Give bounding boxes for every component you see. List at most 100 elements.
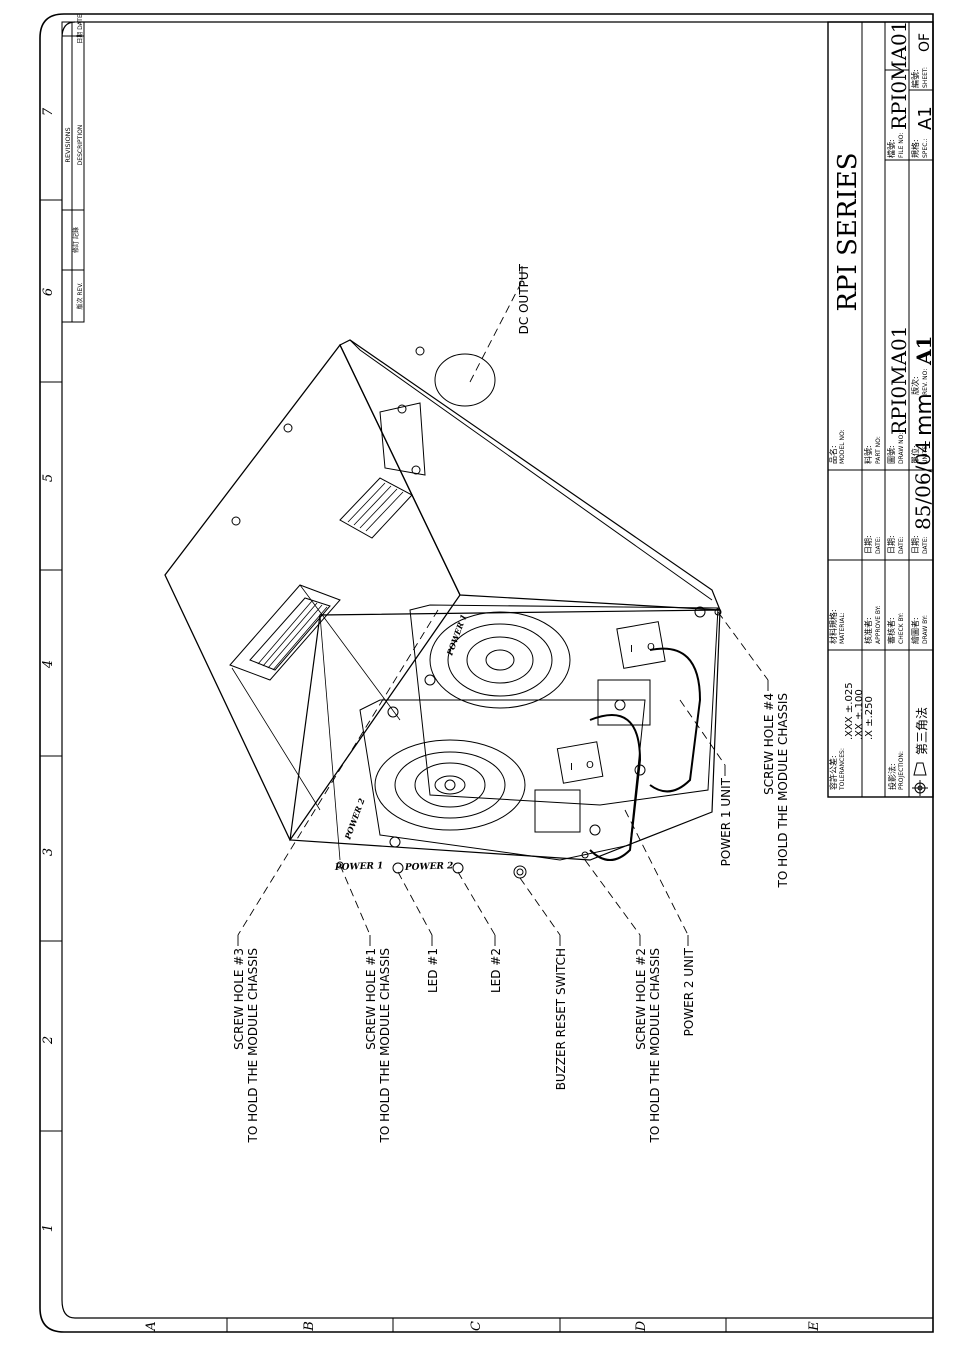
callout-screw-hole-3: SCREW HOLE #3 [232, 948, 246, 1050]
check-cn-label: 審核者: [886, 617, 896, 644]
handle-1 [649, 647, 702, 793]
ac-inlet-2 [534, 789, 581, 833]
chassis-side [339, 339, 721, 611]
drawno-en-label: DRAW NO: [898, 433, 905, 464]
description-label: DESCRIPTION [77, 125, 84, 166]
model-value: RPI SERIES [833, 152, 863, 311]
projection-en-label: PROJECTION: [898, 751, 905, 790]
switch-2-off-mark: O [586, 760, 594, 771]
tolerance-x: .X ±.250 [864, 696, 875, 740]
callouts: DC OUTPUT SCREW HOLE #3 TO HOLD THE MODU… [232, 263, 790, 1143]
power-1-module [409, 604, 719, 806]
revision-block: 版次 REV. 修訂 記錄 REVISIONS DESCRIPTION 日期 D… [61, 14, 85, 323]
tolerance-xxx: .XXX ±.025 [844, 682, 855, 740]
leader-lines [237, 266, 769, 946]
drawing-border [39, 13, 934, 1333]
dc-output-hole [434, 353, 496, 407]
callout-dc-output: DC OUTPUT [517, 263, 531, 334]
third-angle-projection-symbol [912, 762, 928, 796]
switch-1 [616, 621, 666, 669]
fileno-en-label: FILE NO: [898, 133, 905, 158]
callout-screw-hole-2-desc: TO HOLD THE MODULE CHASSIS [648, 948, 662, 1143]
rev-value: A1 [912, 336, 936, 366]
drawno-value: RPI0MA01 [887, 325, 911, 435]
callout-screw-hole-4-desc: TO HOLD THE MODULE CHASSIS [776, 693, 790, 888]
drawno-cn-label: 圖號: [886, 445, 896, 464]
date1-cn-label: 日期: [864, 535, 873, 554]
column-ticks [40, 199, 62, 1132]
date3-cn-label: 日期: [911, 535, 920, 554]
rev-en-label: REV. NO: [922, 369, 929, 395]
screw-hole-1 [336, 861, 344, 869]
sheet-en-label: SHEET: [922, 67, 929, 88]
column-number-5: 5 [41, 474, 56, 482]
top-vent-panel-2 [339, 477, 413, 539]
fan-1-guard [429, 611, 571, 709]
top-vent-panel-1 [229, 584, 341, 681]
callout-screw-hole-2: SCREW HOLE #2 [634, 948, 648, 1050]
units-value: mm [912, 393, 937, 436]
column-number-7: 7 [41, 107, 56, 116]
buzzer-reset-button [513, 865, 527, 879]
module-label-power-2: POWER 2 [342, 796, 367, 841]
column-number-2: 2 [41, 1036, 56, 1045]
approve-en-label: APPROVE BY: [875, 605, 882, 644]
rev-column-label: 版次 REV. [76, 282, 84, 309]
callout-screw-hole-1: SCREW HOLE #1 [364, 948, 378, 1050]
date2-cn-label: 日期: [887, 535, 896, 554]
material-cn-label: 材料規格: [828, 609, 838, 644]
fileno-cn-label: 檔號: [886, 139, 896, 158]
part-en-label: PART NO: [875, 436, 882, 464]
callout-buzzer-reset-switch: BUZZER RESET SWITCH [554, 948, 568, 1090]
column-number-4: 4 [41, 660, 56, 669]
callout-screw-hole-3-desc: TO HOLD THE MODULE CHASSIS [246, 948, 260, 1143]
units-cn-label: 單位: [910, 445, 920, 464]
title-block: 容許公差: TOLERANCES: .XXX ±.025 .XX ±.100 .… [827, 20, 937, 798]
column-numbers: 1 2 3 4 5 6 7 [41, 107, 56, 1232]
led-1 [392, 862, 404, 874]
screw-hole-4 [714, 608, 722, 616]
approve-cn-label: 核准者: [863, 617, 873, 644]
tolerance-xx: .XX ±.100 [854, 689, 865, 740]
device-printed-labels: POWER 1 POWER 2 POWER 2 POWER 1 I O I O [334, 613, 655, 873]
panel-label-power-2: POWER 2 [404, 861, 454, 873]
date-column-label: 日期 DATE [76, 14, 84, 44]
column-number-6: 6 [41, 288, 56, 296]
fan-2-guard [374, 739, 526, 831]
model-en-label: MODEL NO: [839, 429, 846, 464]
screw-hole-2 [581, 851, 589, 859]
row-letter-b: B [302, 1321, 317, 1332]
module-label-power-1: POWER 1 [444, 613, 468, 658]
material-en-label: MATERIAL: [839, 612, 846, 644]
callout-led-2: LED #2 [489, 948, 503, 993]
check-en-label: CHECK BY: [898, 613, 905, 644]
sheet-cn-label: 編號: [910, 69, 920, 88]
fileno-value: RPI0MA01 [887, 20, 911, 130]
switch-1-on-mark: I [630, 644, 633, 655]
callout-power-1-unit: POWER 1 UNIT [719, 777, 733, 866]
ac-inlet-1 [597, 679, 651, 726]
spec-cn-label: 規格: [910, 139, 920, 158]
side-bracket [379, 402, 426, 476]
switch-2 [556, 741, 604, 784]
row-letter-c: C [469, 1321, 484, 1331]
row-ticks [226, 1318, 727, 1332]
date3-en-label: DATE: [922, 536, 929, 554]
model-cn-label: 品名: [828, 445, 838, 464]
part-cn-label: 料號: [863, 445, 873, 464]
callout-led-1: LED #1 [426, 948, 440, 993]
tolerances-en-label: TOLERANCES: [839, 748, 846, 791]
projection-value: 第三角法 [915, 707, 929, 755]
panel-label-power-1: POWER 1 [334, 861, 384, 873]
spec-value: A1 [915, 106, 936, 130]
tolerances-cn-label: 容許公差: [828, 755, 838, 790]
revision-cn-label: 修訂 記錄 [72, 227, 80, 253]
sheet-value: OF [917, 33, 933, 52]
row-letter-e: E [807, 1321, 822, 1332]
spec-en-label: SPEC.: [922, 139, 929, 158]
chassis-top [164, 343, 461, 842]
callout-screw-hole-1-desc: TO HOLD THE MODULE CHASSIS [378, 948, 392, 1143]
top-screws [231, 346, 425, 526]
callout-screw-hole-4: SCREW HOLE #4 [762, 693, 776, 795]
